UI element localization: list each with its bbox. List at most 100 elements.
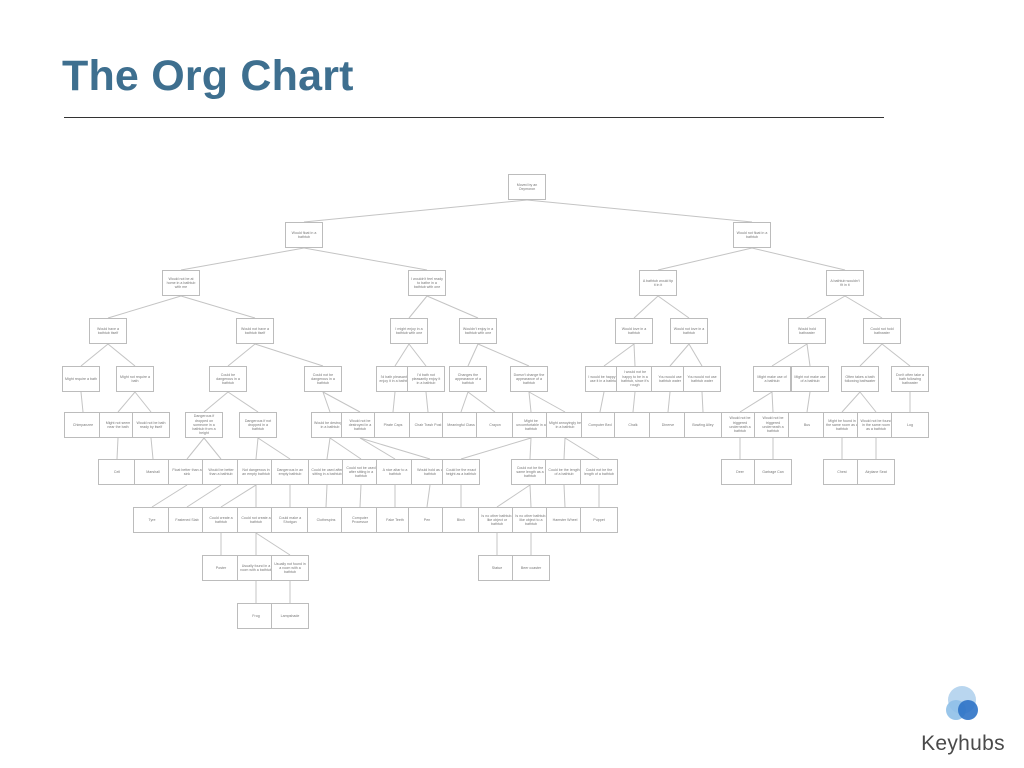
org-chart-node: Would not be at home in a bathtub with m… (162, 270, 200, 296)
org-chart-node: Would float in a bathtub (285, 222, 323, 248)
org-chart-node: Computer Bed (581, 412, 619, 438)
org-chart-node: Chair Trash Post (409, 412, 447, 438)
connector-L5g-L6j (359, 437, 431, 460)
connector-L4n-L5t (806, 391, 811, 413)
connector-L3h-L4p (881, 343, 911, 367)
connector-L7d-L8c (255, 532, 291, 556)
org-chart-node: Beer coaster (512, 555, 550, 581)
org-chart-node: Changes the appearance of a bathtub (449, 366, 487, 392)
org-chart-node: Usually found in a room with a bathtub (237, 555, 275, 581)
org-chart-node: Pen (408, 507, 446, 533)
connector-L1a-L2a (180, 247, 305, 271)
org-chart-node: Would not be bath ready by itself (132, 412, 170, 438)
connector-L3h-L4o (859, 343, 883, 367)
connector-L3e-L4j (633, 343, 636, 367)
org-chart-node: Marshall (134, 459, 172, 485)
org-chart-node: Could not hold bathwater (863, 318, 901, 344)
org-chart-node: Don't often take a bath following bathwa… (891, 366, 929, 392)
org-chart-node: Might not make use of a bathtub (791, 366, 829, 392)
org-chart-node: I would be happy to use it in a bathtub (585, 366, 623, 392)
connector-L4b-L5c (134, 391, 152, 413)
connector-L4e-L5h (392, 391, 396, 413)
org-chart-node: Frog (237, 603, 275, 629)
connector-L5e-L6e (255, 437, 259, 460)
connector-L4o-L5u (841, 391, 861, 413)
connector-L4k-L5p (667, 391, 671, 413)
org-chart-node: A nice altar to a bathtub (376, 459, 414, 485)
connector-L4d-L5f (322, 391, 331, 413)
connector-L4c-L5d (203, 391, 229, 413)
connector-L4m-L5r (739, 391, 773, 413)
connector-L5f-L6h (329, 437, 362, 460)
org-chart-node: Statue (478, 555, 516, 581)
connector-L3f-L4l (688, 343, 703, 367)
org-chart-node: Tyre (133, 507, 171, 533)
connector-L2c-L3f (657, 295, 690, 319)
org-chart-node: Lampshade (271, 603, 309, 629)
connector-L5l-L6l (529, 437, 532, 460)
connector-L5f-L6g (326, 437, 331, 460)
org-chart-node: Would be better than a bathtub (202, 459, 240, 485)
connector-L4j-L5o (632, 391, 636, 413)
org-chart-node: Hamster Wheel (546, 507, 584, 533)
org-chart-node: Might not seem near the bath (99, 412, 137, 438)
connector-L4c-L5e (227, 391, 259, 413)
connector-L5e-L6f (257, 437, 291, 460)
connector-L4g-L5k (467, 391, 496, 413)
org-chart-node: A bathtub wouldn't fit in it (826, 270, 864, 296)
connector-L3d-L4g (467, 343, 479, 367)
connector-root-L1a (303, 199, 528, 223)
keyhubs-logo: Keyhubs (918, 684, 1005, 758)
org-chart-node: Might be found in the same room as a bat… (823, 412, 861, 438)
connector-L5d-L6c (186, 437, 205, 460)
connector-root-L1b (526, 199, 753, 223)
org-chart-node: Birch (442, 507, 480, 533)
org-chart-node: Would not love in a bathtub (670, 318, 708, 344)
org-chart-node: Could be the length of a bathtub (545, 459, 583, 485)
connector-L1a-L2b (303, 247, 428, 271)
org-chart-node: Would not have a bathtub itself (236, 318, 274, 344)
connector-L6j-L7i (426, 484, 431, 508)
org-chart-node: Might annoyingly be in a bathtub (546, 412, 584, 438)
org-chart-node: Chalk (614, 412, 652, 438)
org-chart-node: Would hold bathwater (788, 318, 826, 344)
connector-L4h-L5l (528, 391, 532, 413)
org-chart-node: Would love in a bathtub (615, 318, 653, 344)
connector-L2b-L3d (426, 295, 479, 319)
org-chart-node: Could not create a bathtub (237, 507, 275, 533)
connector-L6g-L7f (325, 484, 328, 508)
connector-L4g-L5j (460, 391, 469, 413)
org-chart-node: Dangerous in an empty bathtub (271, 459, 309, 485)
org-chart-node: Is no other bathtub-like object to a bat… (512, 507, 550, 533)
connector-L6c-L7a (151, 484, 188, 508)
org-chart-node: Might be uncomfortable in a bathtub (512, 412, 550, 438)
connector-L3g-L4n (806, 343, 811, 367)
org-chart-node: Fastened Slab (168, 507, 206, 533)
title-divider (64, 117, 884, 118)
org-chart-node: You would use bathtub water (651, 366, 689, 392)
org-chart-node: Moved by an Oxymoron (508, 174, 546, 200)
connector-L4l-L5q (701, 391, 704, 413)
connector-L6d-L7b (186, 484, 222, 508)
connector-L3f-L4k (669, 343, 690, 367)
org-chart-node: Could not be used after sitting in a bat… (342, 459, 380, 485)
connector-L1b-L2c (657, 247, 753, 271)
connector-L5c-L6b (150, 437, 154, 460)
connector-L6l-L7k (496, 484, 531, 508)
connector-L4f-L5i (425, 391, 429, 413)
org-chart-node: Fake Teeth (376, 507, 414, 533)
connector-L4b-L5b (117, 391, 136, 413)
connector-L2d-L3h (844, 295, 883, 319)
connector-L3a-L4a (80, 343, 109, 367)
connector-L3d-L4h (477, 343, 530, 367)
org-chart-node: Meaningful Class (442, 412, 480, 438)
connector-L4a-L5a (80, 391, 84, 413)
org-chart-node: Would not be destroyed in a bathtub (341, 412, 379, 438)
org-chart-node: Is no other bathtub-like object or batht… (478, 507, 516, 533)
org-chart-node: Airplane Seat (857, 459, 895, 485)
org-chart-node: I'd bath not pleasantly enjoy it in a ba… (407, 366, 445, 392)
org-chart-node: Bus (788, 412, 826, 438)
org-chart-node: Dinerve (649, 412, 687, 438)
connector-L2c-L3e (633, 295, 659, 319)
